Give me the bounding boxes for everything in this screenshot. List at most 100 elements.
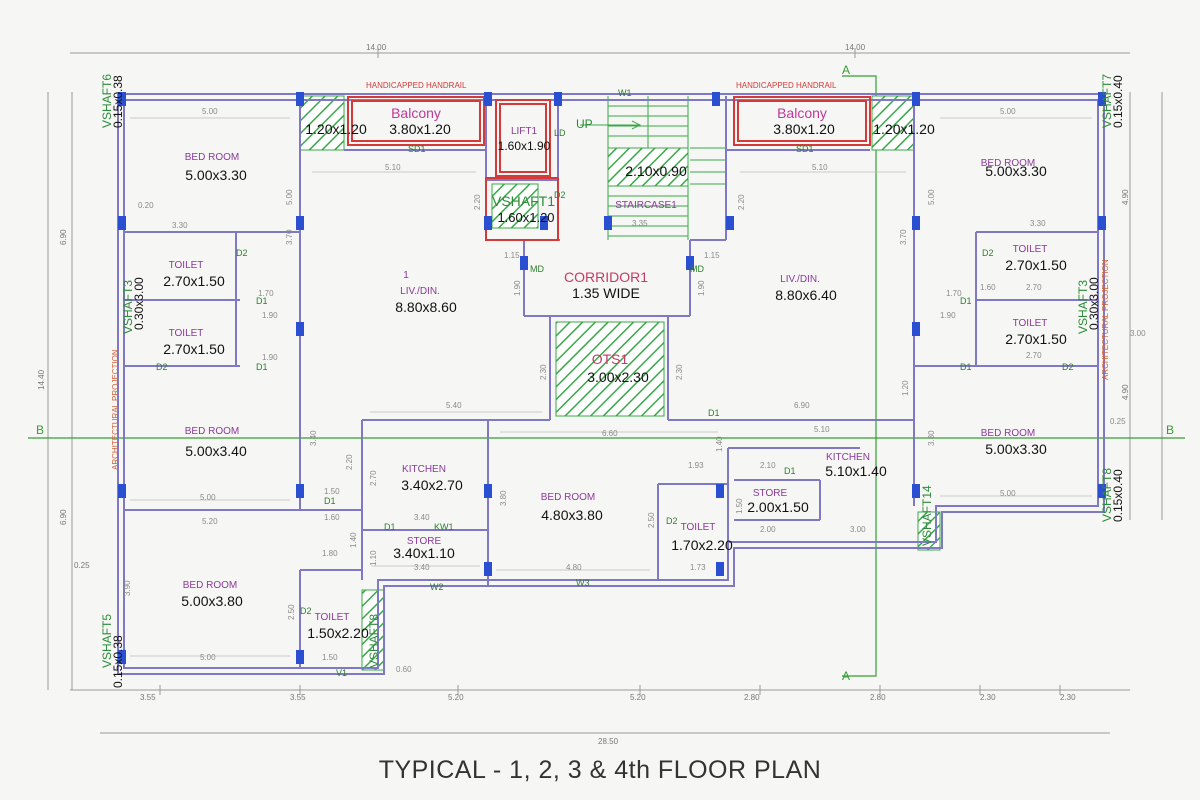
door-tag: D1 xyxy=(256,296,268,306)
balcony-left-name: Balcony xyxy=(391,105,441,121)
dim-inner: 2.10 xyxy=(760,461,776,470)
dim-overall: 28.50 xyxy=(598,737,619,746)
room-name: TOILET xyxy=(1013,318,1048,329)
dim-inner: 0.20 xyxy=(138,201,154,210)
dim-inner-v: 3.30 xyxy=(927,430,936,446)
dim-inner: 1.15 xyxy=(504,251,520,260)
dim-left-2: 14.40 xyxy=(37,369,46,390)
dim-inner: 2.70 xyxy=(1026,283,1042,292)
dim-inner: 1.50 xyxy=(324,487,340,496)
dim-bottom-8: 2.30 xyxy=(1060,693,1076,702)
dim-inner-v: 3.90 xyxy=(123,580,132,596)
section-lines xyxy=(28,75,1185,677)
dim-inner: 1.60 xyxy=(324,513,340,522)
room-size: 5.10x1.40 xyxy=(825,463,887,479)
room-size: 3.40x1.10 xyxy=(393,545,455,561)
door-tag: V1 xyxy=(336,668,347,678)
door-tag: D2 xyxy=(982,248,994,258)
room-size: 5.00x3.80 xyxy=(181,593,243,609)
room-name: TOILET xyxy=(1013,244,1048,255)
room-name: LIFT1 xyxy=(511,126,538,137)
door-tag: D2 xyxy=(300,606,312,616)
dim-inner: 1.60 xyxy=(980,283,996,292)
door-tag: D1 xyxy=(784,466,796,476)
shaft-size-lmid: 0.30x3.00 xyxy=(132,277,146,330)
dim-inner-v: 1.90 xyxy=(697,280,706,296)
dim-bottom-4: 5.20 xyxy=(630,693,646,702)
dim-inner-v: 1.40 xyxy=(715,436,724,452)
room-size: 5.00x3.30 xyxy=(185,167,247,183)
dim-inner-v: 1.20 xyxy=(901,380,910,396)
dim-inner: 0.25 xyxy=(1110,417,1126,426)
dimension-lines xyxy=(47,48,1163,734)
dim-inner: 6.60 xyxy=(602,429,618,438)
dim-inner-v: 3.70 xyxy=(285,229,294,245)
dim-inner: 1.90 xyxy=(262,311,278,320)
ots-hatch xyxy=(555,321,665,417)
dim-inner: 3.30 xyxy=(1030,219,1046,228)
shaft-size-rmid: 0.30x3.00 xyxy=(1087,277,1101,330)
shaft-name-tr: VSHAFT7 xyxy=(1100,74,1114,128)
room-size: 3.80x1.20 xyxy=(773,121,835,137)
dim-inner: 1.50 xyxy=(322,653,338,662)
drawing-caption: TYPICAL - 1, 2, 3 & 4th FLOOR PLAN xyxy=(378,756,822,784)
dim-top-right: 14.00 xyxy=(845,43,866,52)
door-tag: D2 xyxy=(666,516,678,526)
dim-inner: 5.00 xyxy=(200,653,216,662)
room-name: STORE xyxy=(753,488,788,499)
room-size: 1.60x1.90 xyxy=(498,139,551,153)
dim-inner: 5.10 xyxy=(812,163,828,172)
room-size: 1.70x2.20 xyxy=(671,537,733,553)
room-size: 2.00x1.50 xyxy=(747,499,809,515)
room-name: BED ROOM xyxy=(185,152,239,163)
dim-inner: 1.70 xyxy=(946,289,962,298)
inner-dimension-lines xyxy=(130,117,1092,657)
dim-inner: 1.93 xyxy=(688,461,704,470)
dim-inner: 5.00 xyxy=(200,493,216,502)
dim-inner-v: 1.90 xyxy=(513,280,522,296)
shaft-name-bl: VSHAFT5 xyxy=(100,614,114,668)
room-name: LIV./DIN. xyxy=(400,286,440,297)
room-size: 1.50x2.20 xyxy=(307,625,369,641)
dim-inner-v: 3.80 xyxy=(499,490,508,506)
shaft-size-rlow: 0.15x0.40 xyxy=(1111,469,1125,522)
dim-inner: 3.40 xyxy=(414,563,430,572)
ots-name: OTS1 xyxy=(592,351,629,367)
hatched-areas xyxy=(299,95,941,671)
dim-inner: 5.10 xyxy=(814,425,830,434)
room-name: TOILET xyxy=(315,612,350,623)
door-tag: D2 xyxy=(156,362,168,372)
room-size: 1.20x1.20 xyxy=(305,121,367,137)
room-size: 1.20x1.20 xyxy=(873,121,935,137)
room-name: STORE xyxy=(407,536,442,547)
dim-inner-v: 2.50 xyxy=(287,604,296,620)
dim-inner: 4.80 xyxy=(566,563,582,572)
room-size: 5.00x3.30 xyxy=(985,163,1047,179)
dim-inner: 1.15 xyxy=(704,251,720,260)
room-name: STAIRCASE1 xyxy=(615,200,677,211)
dim-inner-v: 1.40 xyxy=(349,532,358,548)
vshaft1-hatch xyxy=(491,183,539,229)
section-a-bottom: A xyxy=(842,669,850,683)
dim-inner: 1.90 xyxy=(262,353,278,362)
door-tag: D1 xyxy=(708,408,720,418)
dim-left-3: 6.90 xyxy=(59,509,68,525)
room-name: LIV./DIN. xyxy=(780,274,820,285)
dim-inner-v: 2.20 xyxy=(345,454,354,470)
dim-inner: 3.35 xyxy=(632,219,648,228)
room-size: 2.70x1.50 xyxy=(1005,331,1067,347)
dim-inner-v: 1.10 xyxy=(369,550,378,566)
vshaft14-hatch xyxy=(917,511,941,551)
dim-inner: 2.00 xyxy=(760,525,776,534)
balcony-right-side-hatch xyxy=(871,95,915,151)
shaft-name-r14: VSHAFT14 xyxy=(920,485,934,546)
arch-projection-right: ARCHITECTURAL PROJECTION xyxy=(1101,259,1110,380)
dim-inner-v: 2.70 xyxy=(369,470,378,486)
door-tag: D1 xyxy=(256,362,268,372)
room-size: 8.80x6.40 xyxy=(775,287,837,303)
dim-inner: 3.40 xyxy=(414,513,430,522)
shaft-size-tr: 0.15x0.40 xyxy=(1111,75,1125,128)
shaft-name-rmid: VSHAFT3 xyxy=(1076,280,1090,334)
dim-inner: 1.70 xyxy=(258,289,274,298)
